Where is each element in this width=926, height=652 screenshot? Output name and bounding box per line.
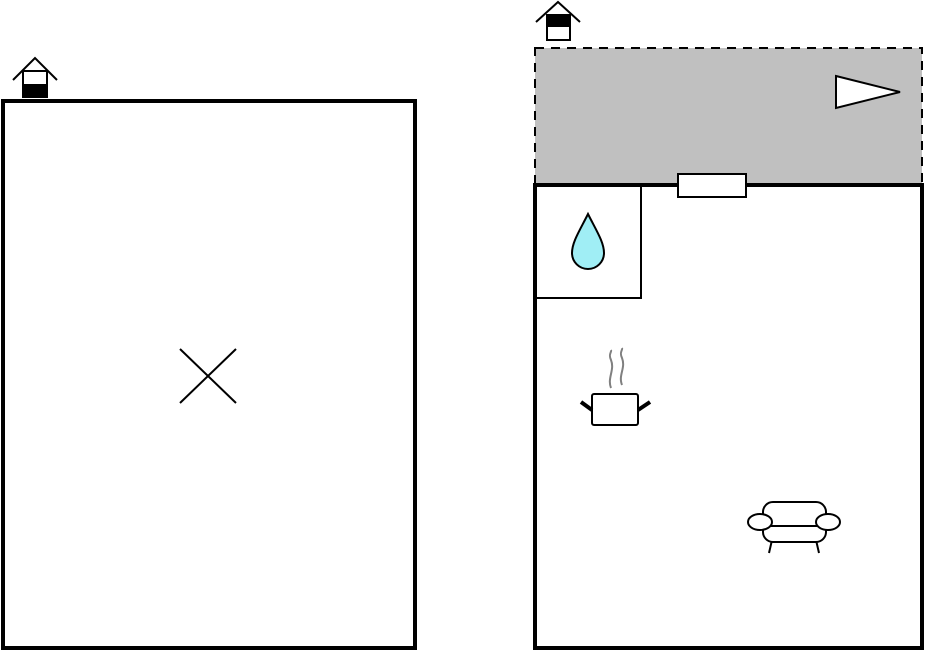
sofa-icon — [747, 501, 841, 554]
window-icon — [677, 173, 747, 198]
entrance-icon — [12, 56, 58, 98]
entrance-icon — [535, 0, 581, 41]
water-drop-icon — [570, 211, 606, 270]
terrace-area — [534, 47, 923, 186]
kitchen-pot-icon — [579, 347, 652, 426]
unknown-room-icon — [179, 348, 237, 404]
direction-arrow-icon — [835, 74, 901, 110]
